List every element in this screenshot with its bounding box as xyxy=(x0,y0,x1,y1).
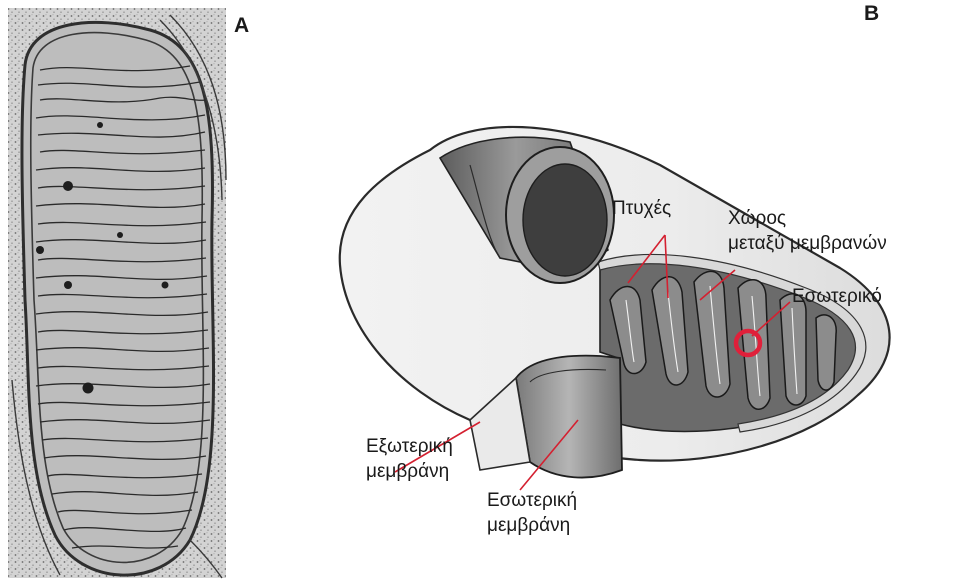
panel-a-letter: A xyxy=(234,14,249,38)
label-outer-line1: Εξωτερική xyxy=(366,434,453,459)
inner-membrane-band xyxy=(516,356,622,478)
label-outer-membrane: Εξωτερική μεμβράνη xyxy=(366,434,453,484)
label-matrix-text: Εσωτερικό xyxy=(792,284,882,309)
label-inner-line2: μεμβράνη xyxy=(487,513,577,538)
micrograph-panel xyxy=(8,8,226,578)
tube-opening-inside xyxy=(523,164,607,276)
label-matrix: Εσωτερικό xyxy=(792,284,882,309)
label-folds: Πτυχές xyxy=(612,196,671,221)
label-intermembrane-line1: Χώρος xyxy=(728,206,887,231)
label-intermembrane-line2: μεταξύ μεμβρανών xyxy=(728,231,887,256)
panel-b-letter: B xyxy=(864,2,879,26)
label-inner-membrane: Εσωτερική μεμβράνη xyxy=(487,488,577,538)
label-inner-line1: Εσωτερική xyxy=(487,488,577,513)
label-intermembrane-space: Χώρος μεταξύ μεμβρανών xyxy=(728,206,887,256)
label-outer-line2: μεμβράνη xyxy=(366,459,453,484)
label-folds-text: Πτυχές xyxy=(612,196,671,221)
